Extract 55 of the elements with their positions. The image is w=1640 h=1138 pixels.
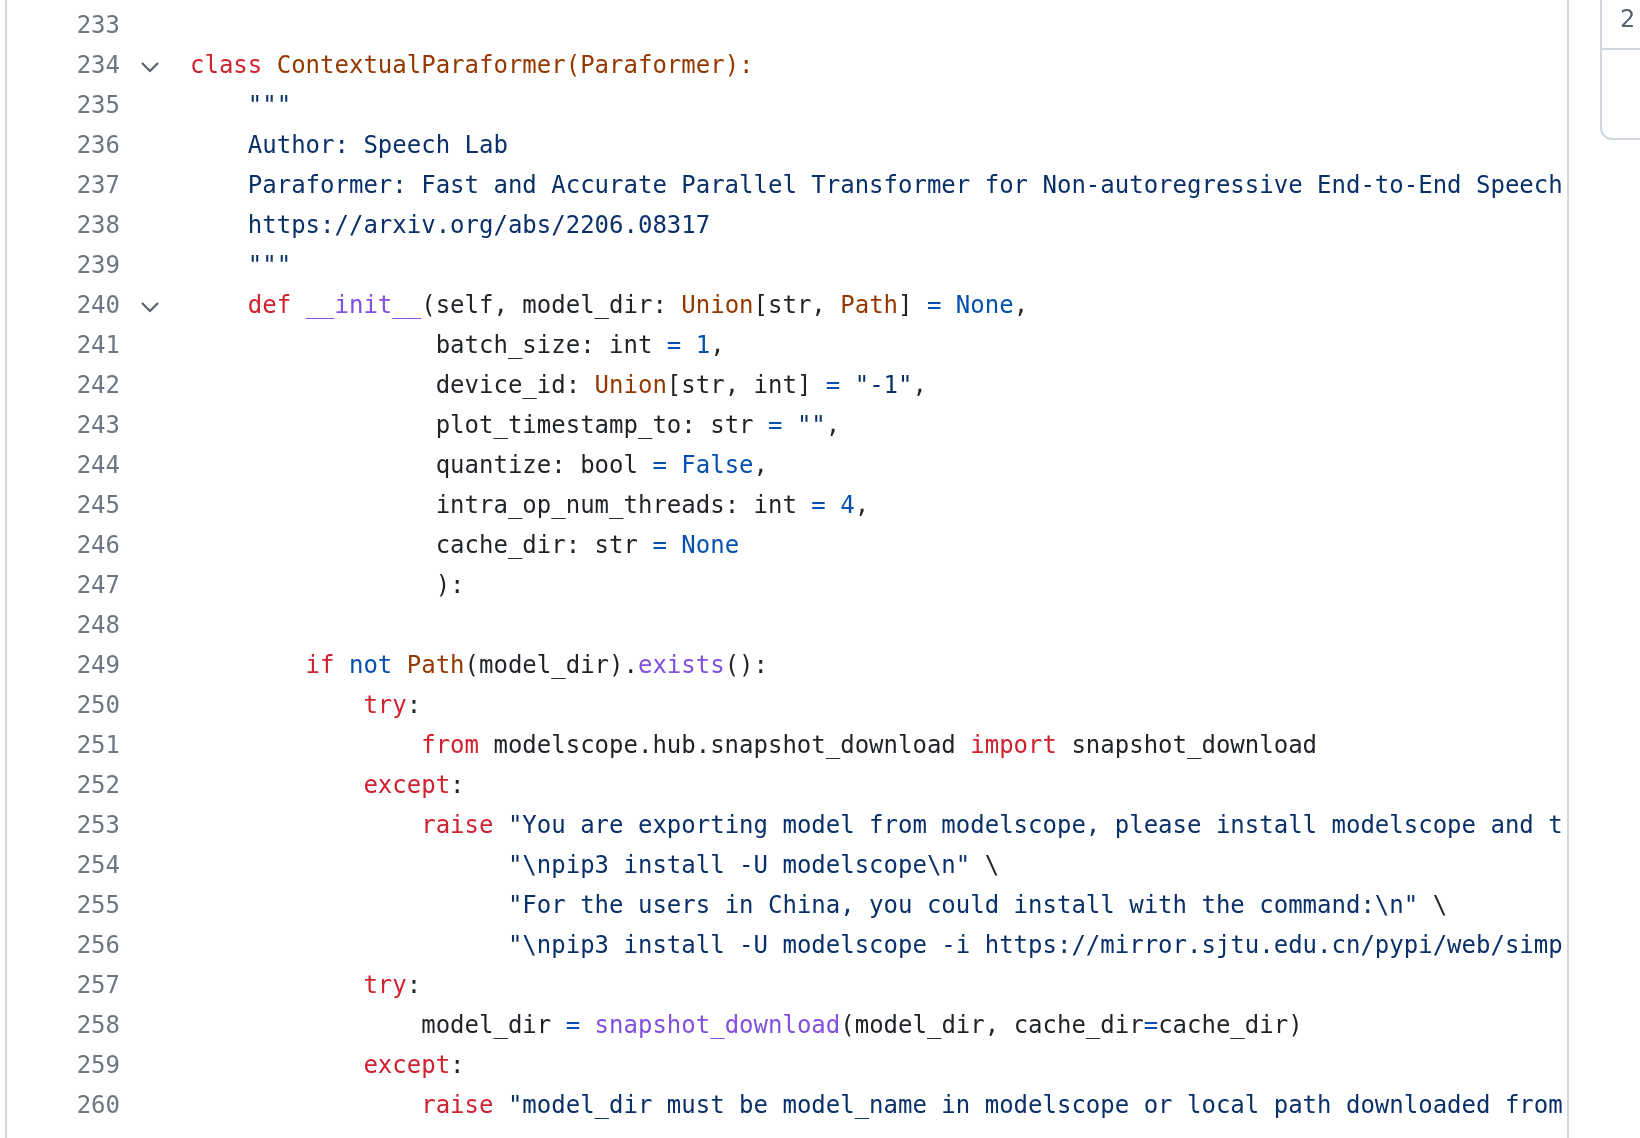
line-number: 241 [76, 330, 120, 361]
side-panel-text: 2 [1620, 5, 1636, 33]
code-line: "For the users in China, you could install with the command:\n" \ [507, 890, 1448, 921]
code-line: "\npip3 install -U modelscope\n" \ [507, 850, 1000, 881]
line-number: 253 [76, 810, 120, 841]
line-number: 237 [76, 170, 120, 201]
code-line: model_dir = snapshot_download(model_dir, cache_dir=cache_dir) [421, 1010, 1303, 1041]
line-number: 235 [76, 90, 120, 121]
line-number: 234 [76, 50, 120, 81]
line-number: 252 [76, 770, 120, 801]
code-line: raise "You are exporting model from modelscope, please install modelscope and t [421, 810, 1563, 841]
code-line: except: [363, 770, 465, 801]
code-line: raise "model_dir must be model_name in modelscope or local path downloaded from [421, 1090, 1563, 1121]
line-number: 247 [76, 570, 120, 601]
code-line: class ContextualParaformer(Paraformer): [190, 50, 754, 81]
line-number: 249 [76, 650, 120, 681]
code-line: except: [363, 1050, 465, 1081]
line-number: 238 [76, 210, 120, 241]
code-line: """ [247, 250, 292, 281]
code-line: """ [247, 90, 292, 121]
code-line: cache_dir: str = None [435, 530, 740, 561]
line-number: 233 [76, 10, 120, 41]
code-line: batch_size: int = 1, [435, 330, 725, 361]
line-number: 257 [76, 970, 120, 1001]
line-number: 236 [76, 130, 120, 161]
line-number: 251 [76, 730, 120, 761]
code-line: ): [435, 570, 465, 601]
line-number: 260 [76, 1090, 120, 1121]
line-number: 254 [76, 850, 120, 881]
code-line: from modelscope.hub.snapshot_download import snapshot_download [421, 730, 1318, 761]
line-number: 244 [76, 450, 120, 481]
line-number: 258 [76, 1010, 120, 1041]
code-line: try: [363, 970, 422, 1001]
code-line: plot_timestamp_to: str = "", [435, 410, 841, 441]
line-number: 242 [76, 370, 120, 401]
line-number: 259 [76, 1050, 120, 1081]
code-line: "\npip3 install -U modelscope -i https://mirror.sjtu.edu.cn/pypi/web/simp [507, 930, 1563, 961]
line-number: 246 [76, 530, 120, 561]
code-line: quantize: bool = False, [435, 450, 768, 481]
code-line: try: [363, 690, 422, 721]
code-line: if not Path(model_dir).exists(): [305, 650, 768, 681]
code-line: intra_op_num_threads: int = 4, [435, 490, 870, 521]
line-number: 245 [76, 490, 120, 521]
line-number: 255 [76, 890, 120, 921]
line-number: 243 [76, 410, 120, 441]
code-line: https://arxiv.org/abs/2206.08317 [247, 210, 711, 241]
code-line: Paraformer: Fast and Accurate Parallel Transformer for Non-autoregressive End-to-End Speech [247, 170, 1563, 201]
line-number: 240 [76, 290, 120, 321]
code-line: device_id: Union[str, int] = "-1", [435, 370, 927, 401]
line-number: 256 [76, 930, 120, 961]
line-number: 248 [76, 610, 120, 641]
code-line: def __init__(self, model_dir: Union[str, Path] = None, [247, 290, 1029, 321]
code-line: Author: Speech Lab [247, 130, 508, 161]
line-number: 250 [76, 690, 120, 721]
line-number: 239 [76, 250, 120, 281]
